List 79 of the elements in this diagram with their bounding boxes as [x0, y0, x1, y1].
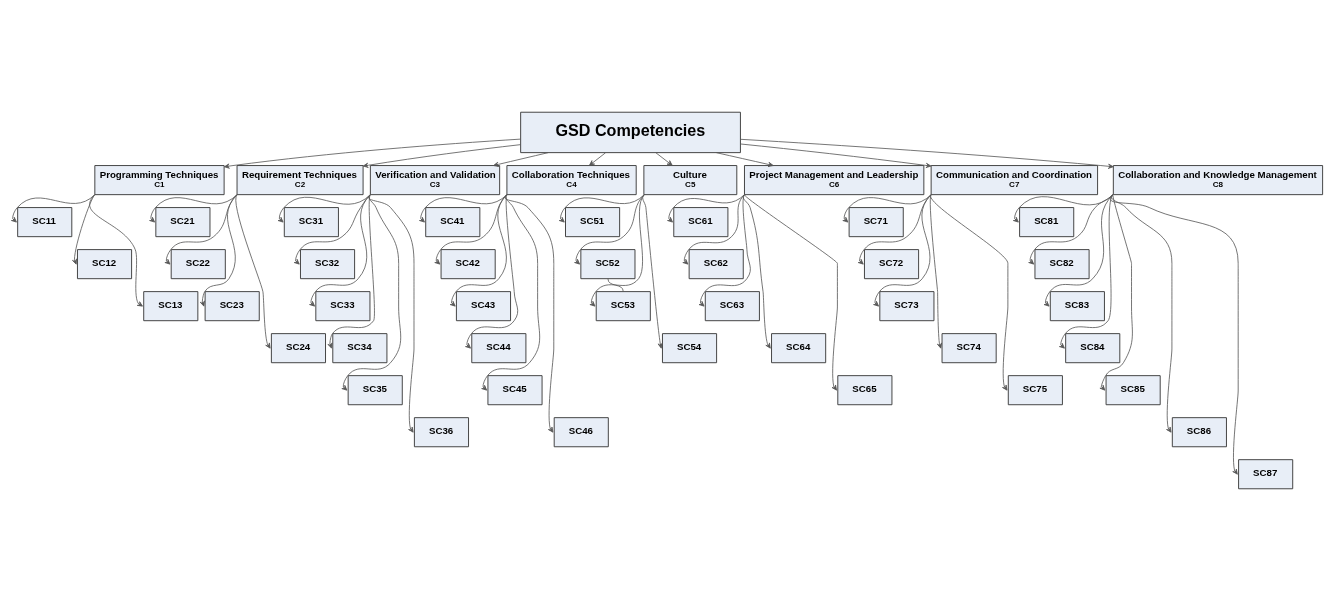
node-box: Culture C5: [643, 164, 738, 195]
arrow: [558, 193, 645, 223]
arrow: [235, 193, 271, 349]
node-box: SC82: [1034, 248, 1090, 279]
node-box: SC53: [595, 290, 651, 321]
node-box: SC83: [1049, 290, 1105, 321]
node-box: SC41: [425, 206, 481, 237]
arrow: [740, 138, 1114, 169]
arrow: [362, 143, 521, 168]
node-box: SC13: [143, 290, 199, 321]
arrow: [493, 151, 549, 167]
node-box: SC63: [704, 290, 760, 321]
arrow: [368, 193, 415, 433]
arrow: [504, 193, 555, 433]
arrow: [642, 193, 663, 349]
node-box: SC51: [565, 206, 621, 237]
arrow: [715, 151, 774, 167]
arrow: [740, 143, 932, 168]
node-box: SC73: [879, 290, 935, 321]
node-box: SC62: [688, 248, 744, 279]
arrow: [277, 193, 371, 223]
node-box: GSD Competencies: [520, 111, 741, 153]
arrow: [930, 193, 1009, 391]
node-box: SC23: [204, 290, 260, 321]
node-box: SC12: [76, 248, 133, 279]
node-box: SC34: [332, 332, 388, 363]
node-box: SC45: [487, 374, 543, 405]
node-box: SC35: [347, 374, 403, 405]
node-box: Collaboration and Knowledge Management C8: [1112, 164, 1324, 195]
node-box: SC84: [1065, 332, 1121, 363]
node-box: SC81: [1019, 206, 1075, 237]
node-box: SC71: [848, 206, 904, 237]
arrow: [223, 138, 521, 169]
node-box: Programming Techniques C1: [94, 164, 225, 195]
node-box: SC52: [580, 248, 636, 279]
node-box: SC43: [455, 290, 512, 321]
node-box: SC54: [661, 332, 718, 363]
node-box: Collaboration Techniques C4: [506, 164, 637, 195]
connector: [607, 277, 624, 292]
node-box: SC74: [941, 332, 997, 363]
node-box: SC87: [1238, 458, 1294, 489]
arrow: [682, 193, 745, 265]
arrow: [89, 193, 143, 307]
arrow: [341, 193, 402, 391]
arrow: [589, 151, 606, 166]
arrow: [667, 193, 745, 223]
arrow: [449, 193, 508, 307]
node-box: SC36: [413, 416, 470, 447]
arrow: [842, 193, 932, 223]
node-box: Project Management and Leadership C6: [744, 164, 925, 195]
node-box: SC46: [553, 416, 609, 447]
arrow: [742, 193, 771, 349]
node-box: SC64: [771, 332, 827, 363]
node-box: SC11: [17, 206, 73, 237]
arrow: [465, 193, 519, 349]
node-box: SC31: [283, 206, 339, 237]
node-box: Verification and Validation C3: [369, 164, 501, 195]
node-box: SC32: [300, 248, 356, 279]
node-box: SC21: [155, 206, 211, 237]
arrow: [744, 193, 838, 391]
node-box: Communication and Coordination C7: [930, 164, 1099, 195]
arrow: [1099, 193, 1133, 391]
node-box: SC42: [440, 248, 496, 279]
arrow: [149, 193, 238, 223]
node-box: SC24: [270, 332, 326, 363]
node-box: SC72: [864, 248, 920, 279]
arrow: [655, 151, 673, 166]
node-box: SC22: [170, 248, 226, 279]
node-box: SC65: [837, 374, 893, 405]
node-box: SC44: [471, 332, 527, 363]
node-box: Requirement Techniques C2: [236, 164, 364, 195]
arrow: [199, 193, 238, 307]
node-box: SC33: [315, 290, 371, 321]
node-box: SC61: [673, 206, 729, 237]
node-box: SC86: [1171, 416, 1227, 447]
arrow: [1109, 193, 1239, 475]
arrow: [873, 193, 932, 307]
node-box: SC75: [1007, 374, 1063, 405]
node-box: SC85: [1105, 374, 1161, 405]
